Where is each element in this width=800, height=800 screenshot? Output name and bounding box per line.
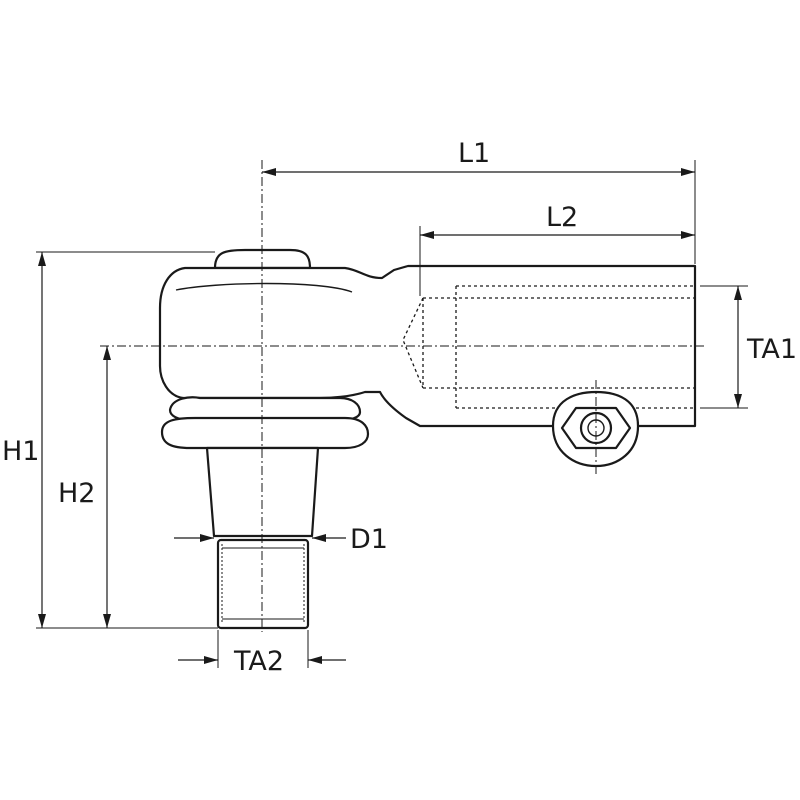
tie-rod-end	[158, 248, 697, 630]
dimension-d1: D1	[174, 524, 388, 555]
dimension-h2: H2	[58, 346, 111, 628]
dimension-ta1: TA1	[700, 285, 797, 409]
center-lines	[100, 160, 705, 632]
boot-ring-upper	[168, 396, 362, 422]
label-h2: H2	[58, 478, 95, 509]
label-ta1: TA1	[746, 334, 797, 365]
socket-inner-line	[175, 282, 353, 293]
stud-threads	[221, 544, 305, 624]
label-l1: L1	[458, 138, 490, 169]
dimension-ta2: TA2	[178, 630, 346, 677]
label-d1: D1	[350, 524, 388, 555]
dimension-h1: H1	[2, 251, 218, 629]
dimension-l1: L1	[262, 138, 696, 264]
tube-bore-hidden	[402, 285, 695, 409]
dimension-l2: L2	[419, 202, 695, 296]
boot-ring-lower	[160, 416, 370, 450]
label-l2: L2	[546, 202, 578, 233]
label-h1: H1	[2, 436, 39, 467]
threaded-stud	[216, 538, 310, 630]
label-ta2: TA2	[233, 646, 284, 677]
